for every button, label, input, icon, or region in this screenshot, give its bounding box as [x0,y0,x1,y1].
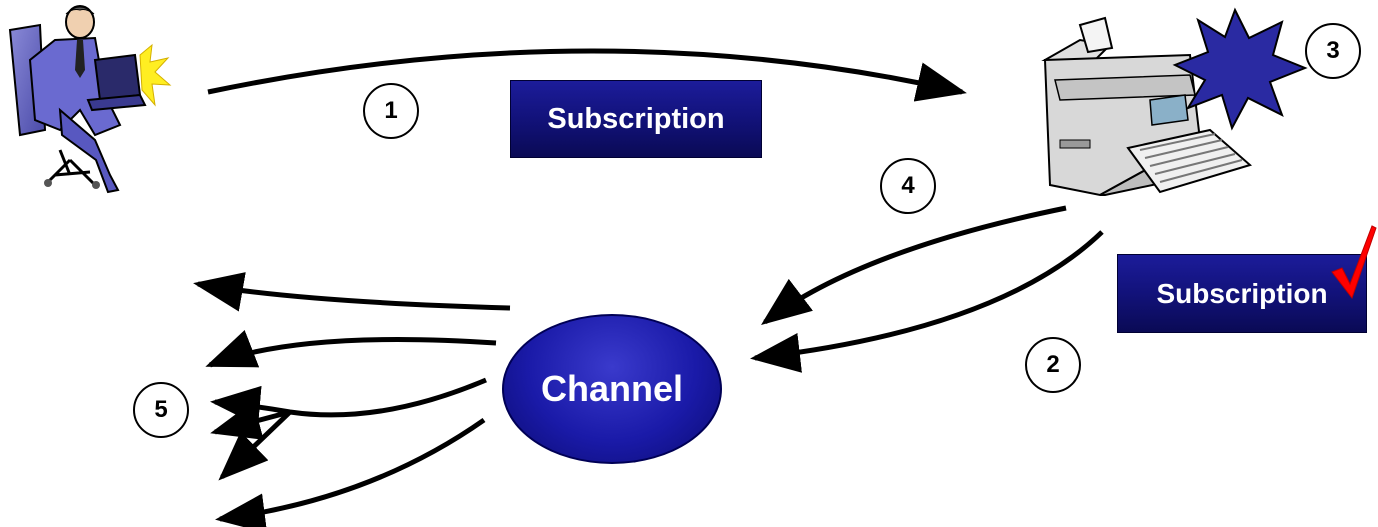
arrow-out-3c [218,410,292,481]
step-5-badge: 5 [133,382,189,438]
businessman-at-laptop-icon [8,5,172,194]
subscription-box-confirmed: Subscription [1117,254,1367,333]
arrow-out-4 [215,417,486,527]
step-4-badge: 4 [880,158,936,214]
arrow-event-to-channel [761,205,1067,326]
starburst-icon [1172,7,1308,131]
arrow-out-3b [210,401,291,440]
arrow-out-2 [205,330,497,368]
arrow-confirm-to-channel [750,230,1104,373]
checkmark-icon [1331,225,1377,300]
subscription-box-request: Subscription [510,80,762,158]
step-2-badge: 2 [1025,337,1081,393]
arrow-subscribe [207,48,967,102]
step-1-badge: 1 [363,83,419,139]
arrow-out-3 [210,377,487,426]
arrow-out-1 [193,272,511,312]
channel-node: Channel [502,314,722,464]
step-3-badge: 3 [1305,23,1361,79]
